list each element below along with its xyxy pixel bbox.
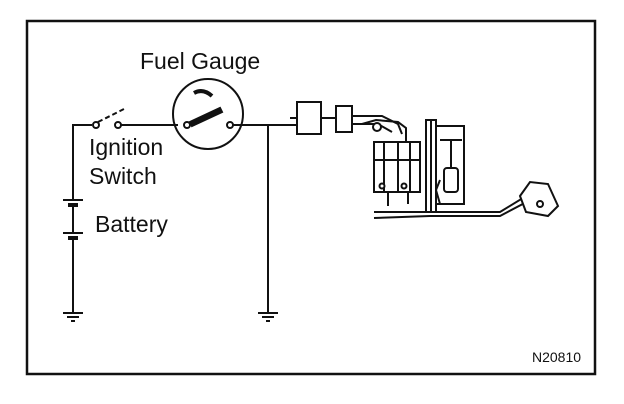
ignition-switch-label-line1: Ignition [89,134,163,160]
battery-symbol [63,199,83,240]
battery-ground-symbol [63,312,83,322]
figure-code-label: N20810 [532,349,581,365]
wire-connector-right [335,105,353,133]
battery-circuit-wire [72,124,92,313]
ignition-switch-label-line2: Switch [89,163,157,189]
diagram-frame [25,19,597,376]
battery-label: Battery [95,211,168,237]
sender-ground-symbol [258,312,278,322]
wire-connector-left [290,101,322,135]
ignition-switch-symbol [92,107,178,129]
fuel-sender-gauge-unit [352,115,560,219]
fuel-gauge-symbol [172,78,246,150]
sender-circuit-wire [246,117,336,313]
fuel-gauge-label: Fuel Gauge [140,48,260,74]
